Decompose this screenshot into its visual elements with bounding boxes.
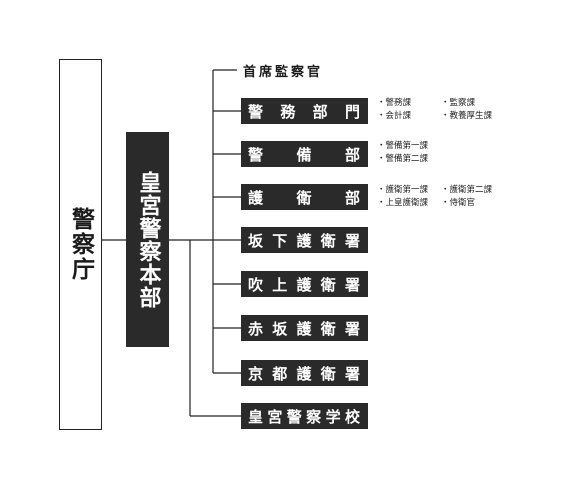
unit-label-char: 部 [344, 145, 360, 164]
unit-label-char: 校 [344, 407, 360, 426]
unit-label-char: 署 [344, 275, 360, 294]
unit-sakashita-station: 坂下護衛署 [241, 227, 368, 253]
unit-label-char: 京 [248, 364, 264, 383]
unit-label-char: 吹 [248, 275, 264, 294]
unit-security: 警備部 [241, 141, 368, 167]
headquarters-label: 皇宮警察本部 [135, 170, 161, 309]
unit-protection: 護衛部 [241, 184, 368, 210]
section-name: ・警備第一課 [377, 141, 429, 151]
unit-label-char: 署 [344, 364, 360, 383]
section-name: ・護衛第二課 [441, 185, 493, 195]
unit-police-affairs: 警務部門 [241, 98, 368, 124]
unit-label-char: 護 [296, 275, 312, 294]
notes-police-affairs: ・警務課 ・監察課・会計課 ・教養厚生課 [377, 97, 505, 123]
unit-label-char: 署 [344, 319, 360, 338]
unit-label-char: 坂 [248, 231, 264, 250]
unit-label-char: 衛 [320, 275, 336, 294]
unit-label-char: 衛 [320, 231, 336, 250]
unit-label-char: 坂 [272, 319, 288, 338]
unit-label-char: 警 [248, 145, 264, 164]
notes-row: ・警備第一課 [377, 140, 441, 153]
unit-label-char: 護 [248, 188, 264, 207]
unit-label-char: 護 [296, 231, 312, 250]
notes-row: ・会計課 ・教養厚生課 [377, 110, 505, 123]
agency-box: 警察庁 [59, 59, 102, 430]
unit-fukiage-station: 吹上護衛署 [241, 271, 368, 297]
section-name: ・警務課 [377, 98, 412, 108]
notes-protection: ・護衛第一課 ・護衛第二課・上皇護衛課 ・侍衛官 [377, 184, 505, 210]
notes-row: ・護衛第一課 ・護衛第二課 [377, 184, 505, 197]
unit-label-char: 警 [248, 102, 264, 121]
unit-label-char: 警 [286, 407, 302, 426]
section-name: ・監察課 [441, 98, 476, 108]
unit-label-char: 衛 [296, 188, 312, 207]
unit-label-char: 衛 [320, 364, 336, 383]
unit-label-char: 学 [325, 407, 341, 426]
section-name: ・護衛第一課 [377, 185, 429, 195]
unit-label-char: 皇 [248, 407, 264, 426]
unit-label-char: 備 [296, 145, 312, 164]
section-name: ・会計課 [377, 111, 412, 121]
unit-label-char: 察 [306, 407, 322, 426]
headquarters-box: 皇宮警察本部 [126, 132, 169, 347]
unit-chief-inspector: 首席監察官 [243, 65, 324, 80]
notes-row: ・上皇護衛課 ・侍衛官 [377, 197, 505, 210]
unit-label-char: 衛 [320, 319, 336, 338]
unit-akasaka-station: 赤坂護衛署 [241, 315, 368, 341]
unit-label-char: 署 [344, 231, 360, 250]
unit-label-char: 下 [272, 231, 288, 250]
section-name: ・教養厚生課 [441, 111, 493, 121]
unit-label-char: 上 [272, 275, 288, 294]
unit-kyoto-station: 京都護衛署 [241, 360, 368, 386]
notes-row: ・警備第二課 [377, 153, 441, 166]
agency-label: 警察庁 [67, 207, 94, 282]
unit-label-char: 護 [296, 364, 312, 383]
unit-label-char: 部 [312, 102, 328, 121]
notes-row: ・警務課 ・監察課 [377, 97, 505, 110]
section-name: ・上皇護衛課 [377, 198, 429, 208]
unit-label-char: 務 [280, 102, 296, 121]
unit-label-char: 部 [344, 188, 360, 207]
section-name: ・警備第二課 [377, 154, 429, 164]
unit-label-char: 都 [272, 364, 288, 383]
unit-police-academy: 皇宮警察学校 [241, 403, 368, 429]
section-name: ・侍衛官 [441, 198, 476, 208]
notes-security: ・警備第一課・警備第二課 [377, 140, 441, 166]
unit-label-char: 護 [296, 319, 312, 338]
unit-label-char: 赤 [248, 319, 264, 338]
unit-label-char: 門 [344, 102, 360, 121]
unit-label-char: 宮 [267, 407, 283, 426]
